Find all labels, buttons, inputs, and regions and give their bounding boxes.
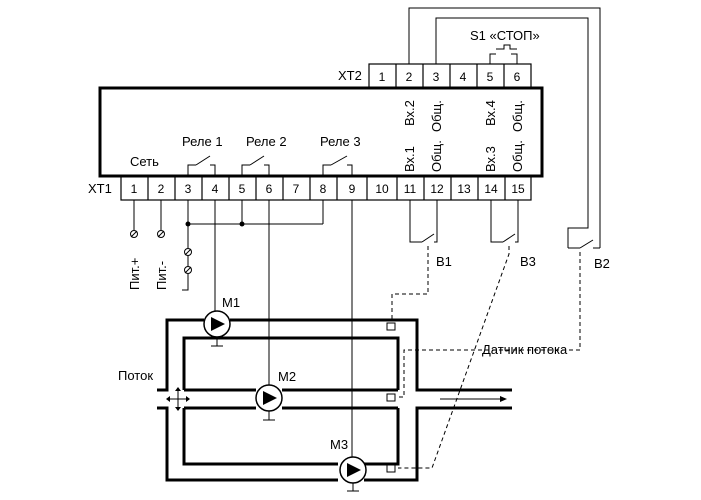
pipe-system bbox=[157, 318, 512, 482]
rele3-label: Реле 3 bbox=[320, 134, 361, 149]
xt1-label: XT1 bbox=[88, 181, 112, 196]
b2-label: В2 bbox=[594, 256, 610, 271]
xt1-terminal-11: 11 bbox=[404, 182, 417, 196]
controller-body bbox=[98, 86, 544, 178]
xt2-terminal-6: 6 bbox=[514, 70, 521, 84]
b2-wire-inner bbox=[435, 17, 589, 248]
rele2-label: Реле 2 bbox=[246, 134, 287, 149]
b3-wire-left bbox=[490, 200, 503, 243]
b2-wire-outer bbox=[408, 7, 601, 248]
xt1-terminal-1: 1 bbox=[131, 182, 138, 196]
xt1-terminal-3: 3 bbox=[185, 182, 192, 196]
xt1-terminal-8: 8 bbox=[320, 182, 327, 196]
flow-outlet-arrowhead bbox=[500, 396, 507, 402]
xt2-terminal-5: 5 bbox=[487, 70, 494, 84]
relay2-contact bbox=[241, 155, 270, 176]
xt2-terminal-1: 1 bbox=[379, 70, 386, 84]
flow-sensor-b1 bbox=[386, 322, 396, 331]
xt1-terminal-15: 15 bbox=[511, 182, 525, 196]
b1-sensor-link bbox=[391, 246, 429, 322]
rele1-label: Реле 1 bbox=[182, 134, 223, 149]
xt1-block: 1 2 3 4 5 6 7 8 9 10 11 12 13 14 15 bbox=[120, 175, 532, 201]
b3-switch bbox=[502, 233, 516, 243]
b1-wire-left bbox=[409, 200, 422, 243]
input-vx1: Вх.1 bbox=[402, 146, 417, 172]
input-vx2: Вх.2 bbox=[402, 100, 417, 126]
b2-switch bbox=[568, 239, 600, 249]
xt1-terminal-14: 14 bbox=[484, 182, 498, 196]
b3-label: В3 bbox=[520, 254, 536, 269]
pump-m1 bbox=[203, 310, 231, 347]
s1-stop-label: S1 «СТОП» bbox=[470, 28, 540, 43]
b3-wire-right bbox=[515, 200, 519, 243]
input-obsh-b: Общ. bbox=[510, 100, 525, 132]
xt2-terminal-4: 4 bbox=[460, 70, 467, 84]
power-supply-terminals bbox=[130, 200, 165, 238]
relay3-contact bbox=[322, 155, 353, 176]
xt1-terminal-5: 5 bbox=[239, 182, 246, 196]
xt1-terminal-12: 12 bbox=[430, 182, 444, 196]
input-obsh-c: Общ. bbox=[429, 140, 444, 172]
flow-label: Поток bbox=[118, 368, 153, 383]
power-minus-label: Пит.- bbox=[154, 261, 169, 290]
power-plus-label: Пит.+ bbox=[127, 258, 142, 290]
xt1-terminal-7: 7 bbox=[293, 182, 300, 196]
b1-switch bbox=[421, 233, 435, 243]
xt1-terminal-2: 2 bbox=[158, 182, 165, 196]
xt1-terminal-10: 10 bbox=[375, 182, 389, 196]
xt2-terminal-2: 2 bbox=[406, 70, 413, 84]
flow-sensor-b3 bbox=[386, 464, 396, 473]
xt1-terminal-9: 9 bbox=[349, 182, 356, 196]
flow-sensor-b2 bbox=[386, 393, 396, 402]
xt2-terminal-3: 3 bbox=[433, 70, 440, 84]
s1-stop-switch bbox=[489, 44, 518, 64]
input-vx4: Вх.4 bbox=[483, 100, 498, 126]
input-obsh-d: Общ. bbox=[510, 140, 525, 172]
xt1-terminal-6: 6 bbox=[266, 182, 273, 196]
set-label: Сеть bbox=[130, 154, 159, 169]
m2-label: М2 bbox=[278, 369, 296, 384]
xt2-block: 1 2 3 4 5 6 bbox=[368, 63, 532, 89]
b2-sensor-link bbox=[398, 252, 581, 398]
xt1-terminal-4: 4 bbox=[212, 182, 219, 196]
b3-sensor-link bbox=[398, 246, 510, 469]
input-vx3: Вх.3 bbox=[483, 146, 498, 172]
input-obsh-a: Общ. bbox=[429, 100, 444, 132]
relay1-contact bbox=[187, 155, 216, 176]
flow-sensor-label: Датчик потока bbox=[482, 342, 568, 357]
pump-m3 bbox=[339, 456, 367, 492]
m3-label: М3 bbox=[330, 437, 348, 452]
flow-inlet-arrows bbox=[166, 387, 190, 411]
relay-common-bus bbox=[182, 200, 324, 291]
b1-label: В1 bbox=[436, 254, 452, 269]
xt2-label: XT2 bbox=[338, 68, 362, 83]
pump-m2 bbox=[255, 384, 283, 421]
xt1-terminal-13: 13 bbox=[457, 182, 471, 196]
m1-label: М1 bbox=[222, 295, 240, 310]
b1-wire-right bbox=[434, 200, 438, 243]
